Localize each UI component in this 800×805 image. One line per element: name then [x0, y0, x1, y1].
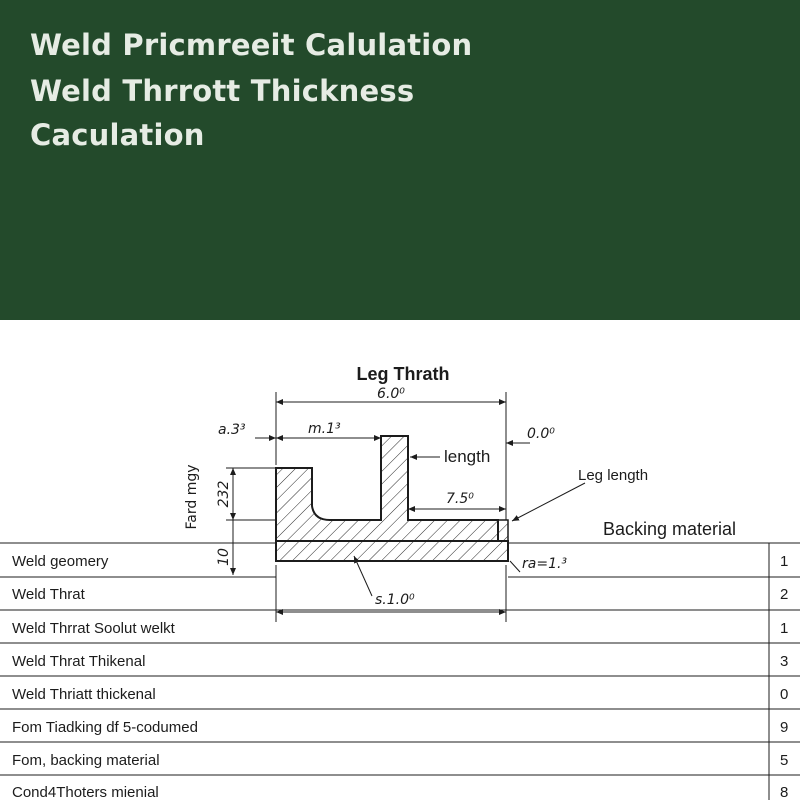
table-row-value: 9: [780, 719, 788, 736]
vertical-lower-label: 10: [216, 548, 232, 566]
leg-length-leader: [511, 482, 586, 522]
small-note-label: ra=1.³: [522, 556, 567, 572]
table-row-value: 8: [780, 784, 788, 800]
bottom-width-label: s.1.0⁰: [375, 592, 415, 608]
table-row-value: 3: [780, 653, 788, 670]
title-line-3: Caculation: [30, 118, 205, 152]
inner-width-label: 7.5⁰: [446, 491, 474, 507]
vertical-upper-label: 232: [216, 481, 232, 508]
mid-offset-label: m.1³: [308, 421, 341, 437]
small-note-leader: [509, 560, 521, 573]
title-line-2: Weld Thrrott Thickness: [30, 74, 415, 108]
table-row-value: 1: [780, 620, 788, 637]
backing-plate: [275, 540, 509, 562]
weld-diagram-panel: Leg Thrath 6.0⁰ a.3³ m.1³ 0.0⁰ length 7.…: [0, 320, 800, 801]
length-label: length: [444, 447, 490, 466]
bottom-leader: [353, 555, 373, 597]
table-row-label: Weld geomery: [12, 553, 109, 570]
weld-diagram-svg: Leg Thrath 6.0⁰ a.3³ m.1³ 0.0⁰ length 7.…: [0, 364, 800, 801]
table-row-label: Weld Thrrat Soolut welkt: [12, 620, 176, 637]
table-row-label: Fom Tiadking df 5-codumed: [12, 719, 198, 736]
table-row-value: 5: [780, 752, 788, 769]
backing-material-label: Backing material: [603, 519, 736, 539]
table-row-label: Weld Thriatt thickenal: [12, 686, 156, 703]
diagram-title: Leg Thrath: [357, 364, 450, 384]
right-offset-label: 0.0⁰: [527, 426, 555, 442]
table-row-value: 2: [780, 586, 788, 603]
leg-length-label: Leg length: [578, 467, 648, 484]
table-row-label: Weld Thrat Thikenal: [12, 653, 145, 670]
top-width-label: 6.0⁰: [377, 386, 405, 402]
weld-bead: [497, 519, 509, 542]
table-row-value: 1: [780, 553, 788, 570]
weld-profile: [275, 435, 499, 542]
table-row-label: Cond4Thoters mienial: [12, 784, 159, 800]
table-row-label: Weld Thrat: [12, 586, 86, 603]
weld-table: Weld geomery 1 Weld Thrat 2 Weld Thrrat …: [0, 542, 800, 801]
title-line-1: Weld Pricmreeit Calulation: [30, 28, 473, 62]
table-row-label: Fom, backing material: [12, 752, 160, 769]
vertical-side-label: Fard mgy: [184, 464, 200, 529]
left-offset-label: a.3³: [218, 422, 246, 438]
header-banner: Weld Pricmreeit Calulation Weld Thrrott …: [0, 0, 800, 320]
table-row-value: 0: [780, 686, 788, 703]
